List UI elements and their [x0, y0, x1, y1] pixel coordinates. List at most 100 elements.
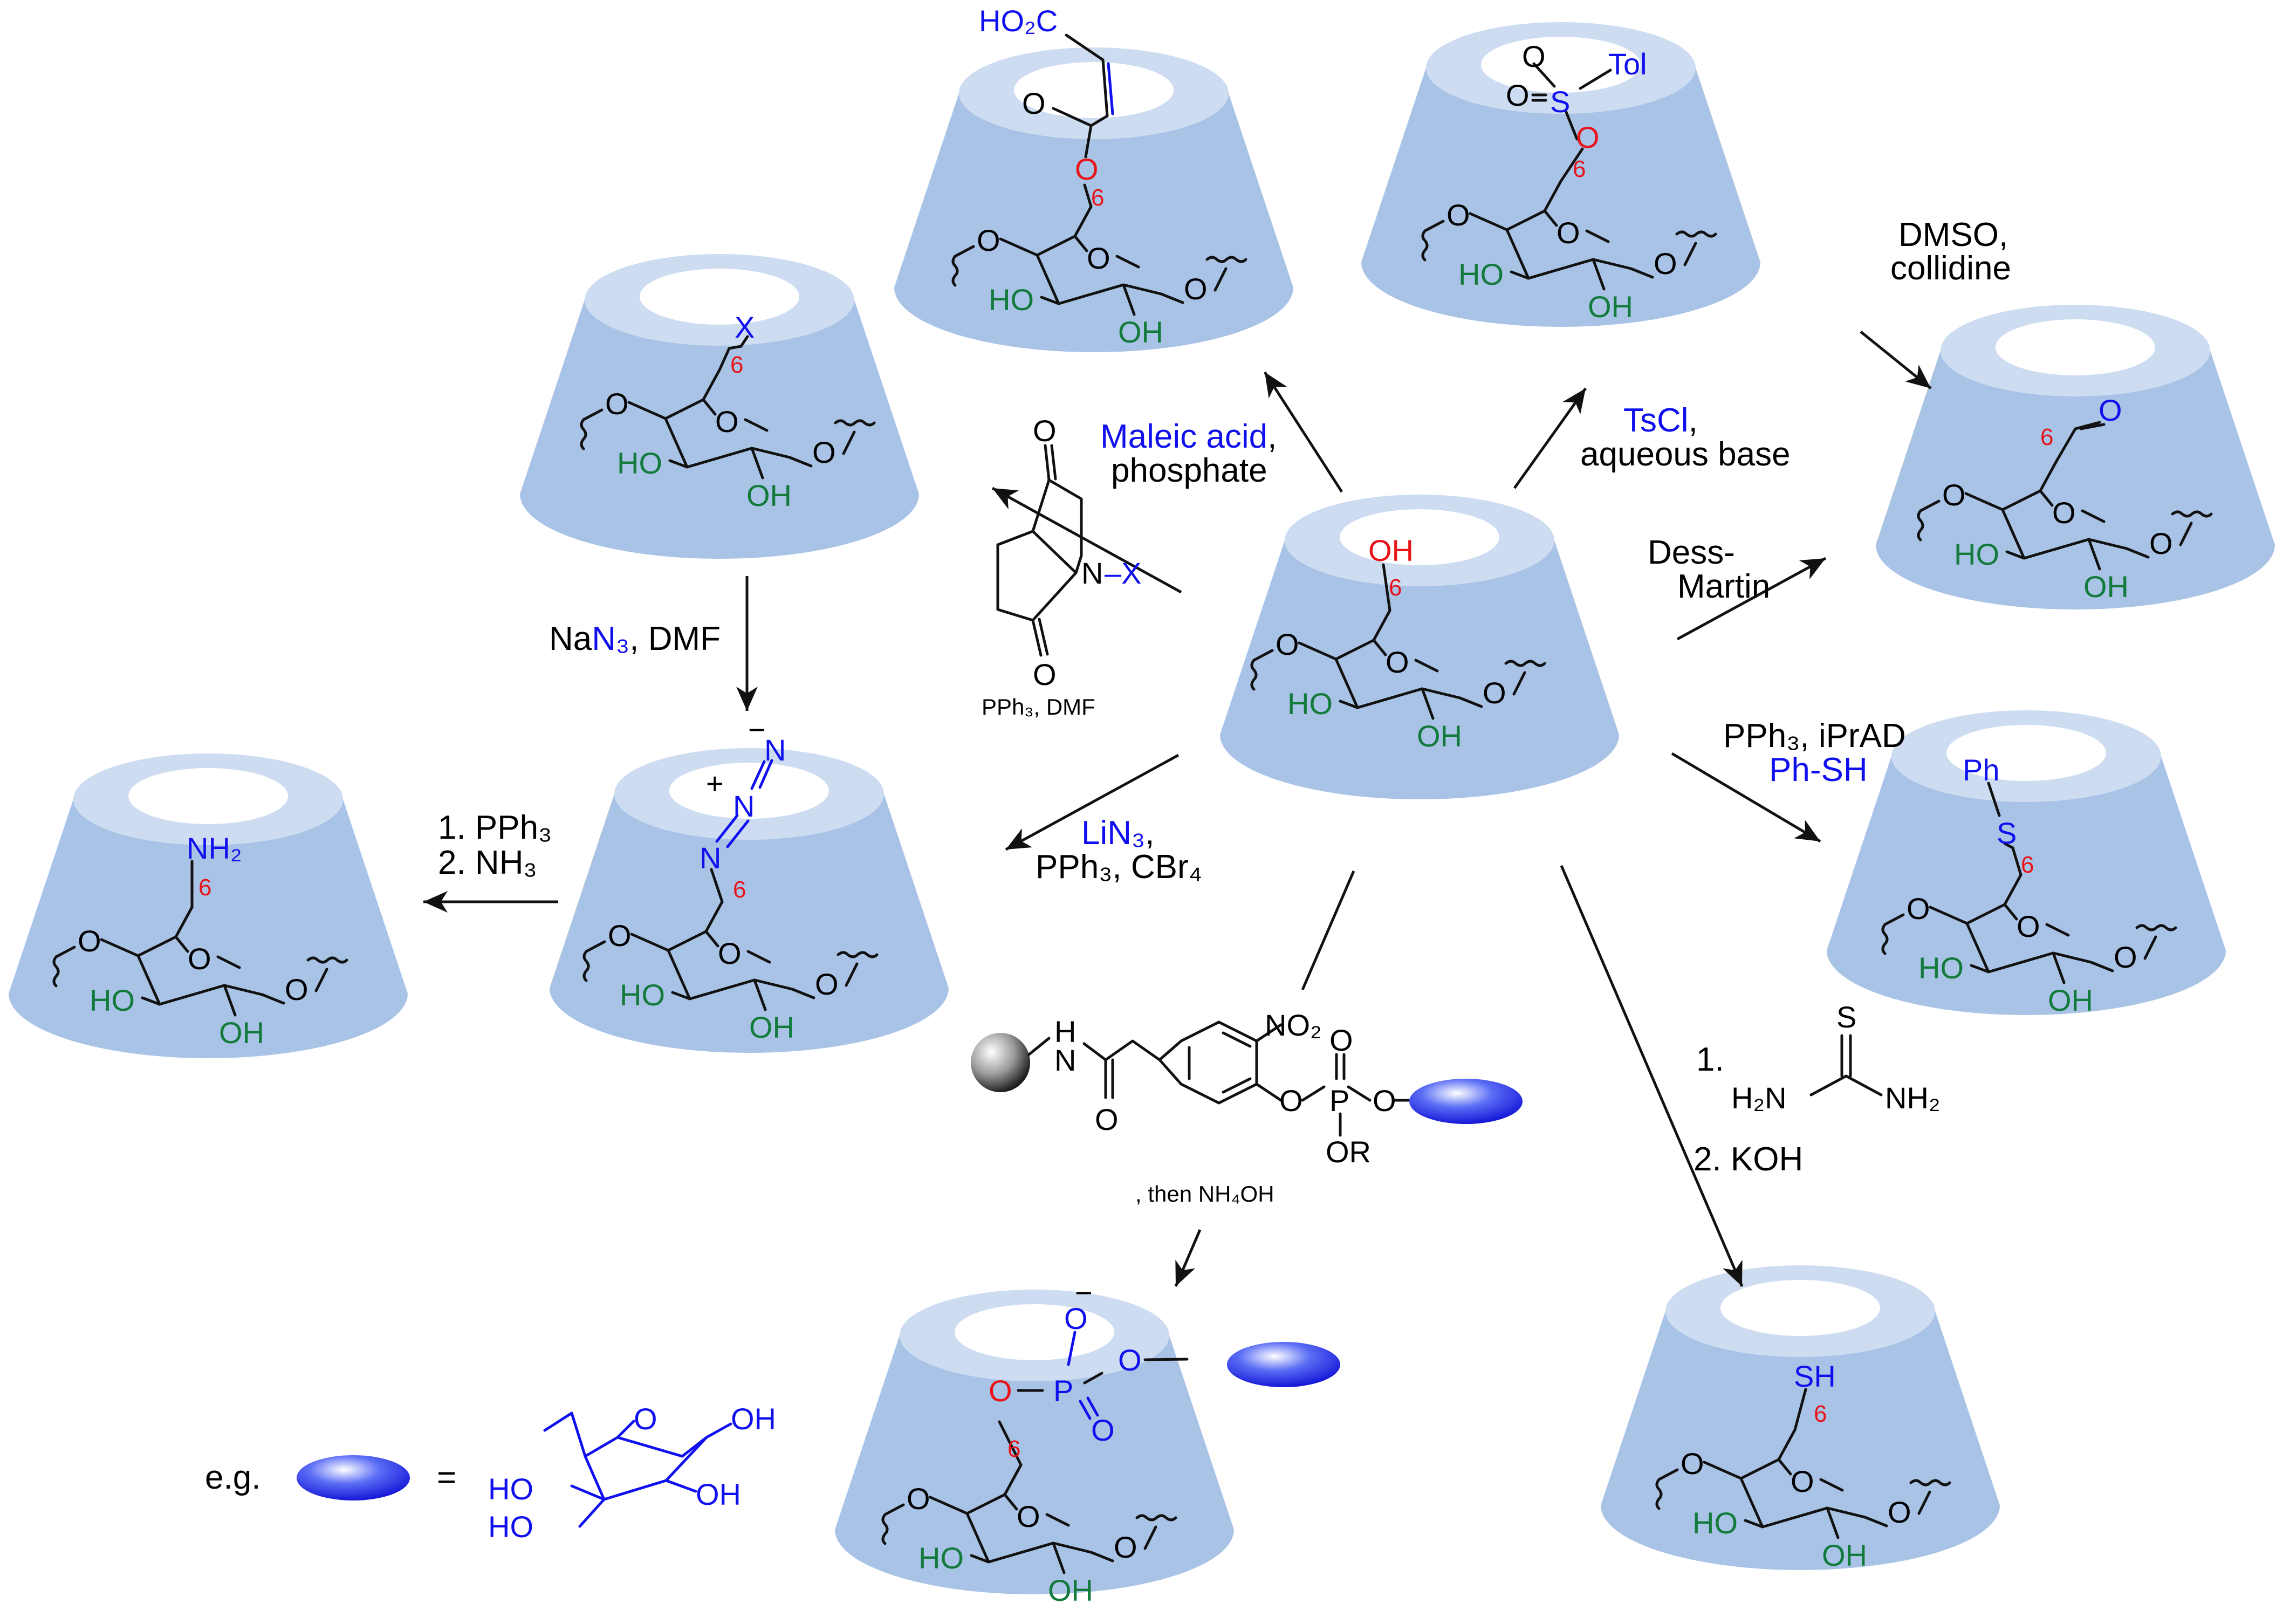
arrow-to-maleate [1263, 371, 1343, 493]
anomeric-o: O [2149, 526, 2173, 560]
sugar-ellipse-reagent [1409, 1079, 1523, 1124]
phosphate-or: OR [1326, 1135, 1371, 1169]
sulfur: S [1997, 816, 2017, 850]
ester-o: O [1576, 120, 1600, 154]
ho-3: HO [1287, 687, 1333, 721]
oh-2: OH [2083, 570, 2129, 604]
p-o-double: O [1091, 1413, 1115, 1447]
halide-x: X [735, 310, 755, 344]
phosphorus: P [1053, 1374, 1073, 1408]
ring-ether-o: O [1942, 478, 1966, 512]
reagent-nan3: NaN₃, DMF [549, 620, 721, 657]
line-to-phosphorylation [1301, 871, 1355, 990]
legend-sugar-ellipse [297, 1455, 410, 1500]
solid-support-bead [971, 1033, 1030, 1092]
legend: e.g. = O OH OH HO HO [205, 1402, 776, 1544]
legend-oh-2: OH [696, 1477, 741, 1511]
legend-ho-1: HO [488, 1472, 533, 1506]
ring-ether-o: O [605, 387, 629, 421]
anomeric-o: O [2114, 940, 2137, 974]
arrow-to-tosylate [1513, 387, 1587, 489]
reagent-dmso: DMSO, collidine [1890, 216, 2011, 287]
cup-amine: NH₂ 6 O O O HO OH [9, 753, 408, 1058]
arrow-dess-martin [1676, 557, 1827, 641]
anomeric-o: O [812, 435, 836, 469]
azide-n1: N [700, 841, 721, 875]
reagent-mitsunobu: PPh₃, iPrAD Ph-SH [1723, 717, 1906, 789]
ring-ether-o: O [608, 919, 632, 953]
thiourea-h2n: H₂N [1731, 1081, 1787, 1115]
ester-o: O [1075, 152, 1099, 186]
oh-2: OH [1588, 290, 1633, 324]
oh-2: OH [1822, 1538, 1867, 1572]
cup-center: OH 6 O O O HO OH [1220, 495, 1619, 799]
legend-prefix: e.g. [205, 1459, 260, 1496]
cup-tosylate: O S O O Tol 6 O O O HO OH [1361, 22, 1760, 327]
reagent-nhs: O O N –X PPh₃, DMF [982, 414, 1142, 720]
aldehyde-o: O [2099, 393, 2122, 427]
ring-o: O [1557, 216, 1580, 250]
position-6-label: 6 [1814, 1401, 1827, 1427]
azide-plus: + [706, 766, 724, 800]
aryl-o: O [1279, 1084, 1303, 1118]
svg-text:aqueous base: aqueous base [1580, 436, 1791, 473]
azide-n2: N [733, 789, 755, 823]
ho-3: HO [617, 446, 662, 480]
reagent-maleic: Maleic acid, phosphate [1100, 418, 1277, 489]
anomeric-o: O [1184, 272, 1208, 306]
carbonyl-o: O [1022, 86, 1046, 120]
ring-o: O [188, 942, 211, 976]
nhs-n: N [1081, 556, 1103, 590]
ho-3: HO [989, 283, 1034, 317]
legend-ring-o: O [634, 1402, 657, 1436]
ester-o: O [989, 1374, 1012, 1408]
ring-ether-o: O [1681, 1447, 1704, 1481]
svg-text:2. NH₃: 2. NH₃ [438, 844, 537, 881]
phosphate-o-top: O [1329, 1023, 1353, 1057]
svg-text:phosphate: phosphate [1111, 452, 1267, 489]
anomeric-o: O [1654, 246, 1677, 280]
anomeric-o: O [815, 967, 839, 1001]
ho2c-group: HO₂C [979, 4, 1058, 38]
ring-o: O [2052, 496, 2076, 530]
ho-3: HO [620, 978, 665, 1012]
oh-2: OH [746, 478, 792, 512]
phenyl: Ph [1963, 753, 2000, 787]
position-6-label: 6 [1007, 1436, 1020, 1462]
ring-o: O [718, 936, 742, 970]
reagent-staudinger: 1. PPh₃ 2. NH₃ [438, 809, 552, 881]
reagent-phosphorylation: H N O NO₂ O P O OR O , then NH₄OH [971, 1008, 1523, 1207]
nhs-conditions: PPh₃, DMF [982, 694, 1095, 720]
oh-2: OH [749, 1010, 794, 1044]
reagent-thiourea: 1. S H₂N NH₂ 2. KOH [1693, 1000, 1941, 1178]
cup-thioether: S Ph 6 O O O HO OH [1827, 710, 2226, 1017]
sulfur: S [1550, 85, 1570, 119]
then-nh4oh: , then NH₄OH [1135, 1181, 1274, 1207]
thiourea-s: S [1836, 1000, 1856, 1034]
sugar-ellipse-phosphate [1227, 1342, 1340, 1387]
ring-ether-o: O [78, 924, 101, 958]
reagent-tscl: TsCl, aqueous base [1580, 402, 1791, 473]
step-1: 1. [1696, 1041, 1724, 1078]
nhs-o-top: O [1033, 414, 1057, 448]
ho-3: HO [90, 983, 135, 1017]
ring-ether-o: O [1276, 627, 1299, 661]
ho-3: HO [1458, 257, 1504, 291]
sulfonyl-o-top: O [1522, 39, 1546, 73]
position-6-label: 6 [2040, 424, 2053, 450]
ho-3: HO [1954, 537, 1999, 571]
oh-2: OH [219, 1016, 264, 1050]
cup-aldehyde: O 6 O O O HO OH [1876, 305, 2275, 609]
sulfonyl-o: O [1506, 78, 1530, 112]
arrow-to-phosphate [1174, 1229, 1202, 1287]
cup-halide: X 6 O O O HO OH [520, 254, 919, 559]
ho-3: HO [1918, 951, 1964, 985]
nhs-o-bottom: O [1033, 657, 1057, 691]
position-6-label: 6 [1573, 156, 1586, 182]
svg-text:Maleic acid,: Maleic acid, [1100, 418, 1277, 455]
ring-o: O [1386, 645, 1409, 679]
c6-oh: OH [1368, 533, 1414, 567]
thiol-group: SH [1794, 1359, 1836, 1393]
position-6-label: 6 [730, 352, 743, 378]
